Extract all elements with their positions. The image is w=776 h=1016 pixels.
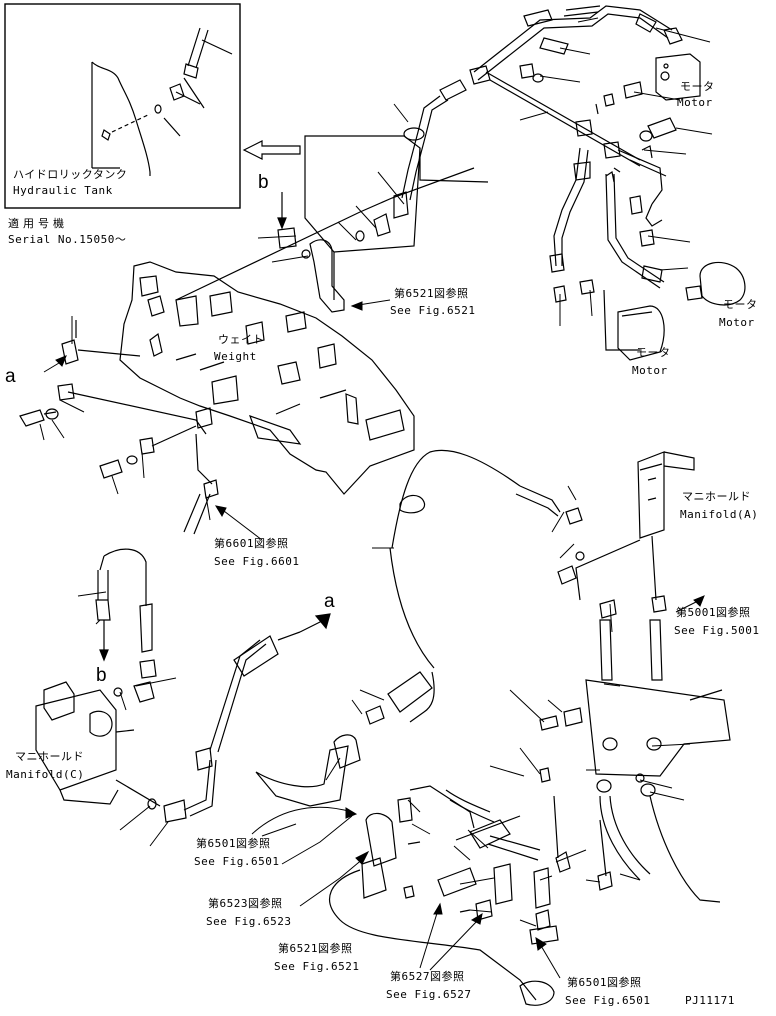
- ref-6523-jp: 第6523図参照: [208, 897, 283, 910]
- ref-6501b-jp: 第6501図参照: [567, 976, 642, 989]
- weight-label-jp: ウェイト: [218, 333, 264, 346]
- ref-5001-jp: 第5001図参照: [676, 606, 751, 619]
- motor-top-label-jp: モータ: [680, 80, 715, 93]
- lower-right-assembly: [329, 785, 613, 1006]
- hydraulic-tank-inset: [4, 3, 241, 209]
- ref-6601-jp: 第6601図参照: [214, 537, 289, 550]
- motor-middle-label-en: Motor: [632, 364, 668, 377]
- motor-right-label-en: Motor: [719, 316, 755, 329]
- ref-6501-jp: 第6501図参照: [196, 837, 271, 850]
- ref-6527-en: See Fig.6527: [386, 988, 472, 1001]
- callout-a-left: a: [5, 366, 16, 387]
- ref-6527-jp: 第6527図参照: [390, 970, 465, 983]
- inset-pointer-arrow: [242, 140, 301, 160]
- manifold-c: [35, 548, 331, 823]
- ref-6523-en: See Fig.6523: [206, 915, 292, 928]
- serial-label-en: Serial No.15050～: [8, 233, 127, 246]
- motor-right-label-jp: モータ: [723, 298, 758, 311]
- hydraulic-tank-label-en: Hydraulic Tank: [13, 184, 113, 197]
- ref-6601-en: See Fig.6601: [214, 555, 300, 568]
- a-connector-left: [19, 320, 219, 535]
- manifold-a-label-jp: マニホールド: [682, 490, 751, 503]
- ref-5001-en: See Fig.5001: [674, 624, 760, 637]
- manifold-c-label-en: Manifold(C): [6, 768, 85, 781]
- counterweight: [119, 167, 475, 495]
- callout-a-lower: a: [324, 591, 335, 612]
- ref-6521-top-en: See Fig.6521: [390, 304, 476, 317]
- manifold-a-label-en: Manifold(A): [680, 508, 759, 521]
- ref-6501-en: See Fig.6501: [194, 855, 280, 868]
- callout-b-lower: b: [96, 665, 107, 686]
- motor-hoses: [549, 147, 665, 351]
- motor-middle-label-jp: モータ: [636, 346, 671, 359]
- motor-top-label-en: Motor: [677, 96, 713, 109]
- ref-6521-top-jp: 第6521図参照: [394, 287, 469, 300]
- clamp-ring: [399, 494, 426, 514]
- b-fitting-top: [277, 192, 345, 313]
- hydraulic-tank-label-jp: ハイドロリックタンク: [13, 168, 128, 181]
- motor-top: [655, 53, 701, 101]
- ref-6521-en: See Fig.6521: [274, 960, 360, 973]
- reference-arrows: [43, 198, 705, 979]
- ref-6521-jp: 第6521図参照: [278, 942, 353, 955]
- motor-right: [685, 261, 746, 306]
- serial-label-jp: 適用号機: [8, 217, 68, 230]
- leader-lines: [39, 17, 713, 927]
- drawing-id: PJ11171: [685, 994, 735, 1007]
- long-hose-left: [389, 449, 521, 723]
- hose-fittings-mid: [255, 671, 433, 807]
- weight-label-en: Weight: [214, 350, 257, 363]
- fig5001-assembly: [539, 595, 731, 903]
- inset-hose: [187, 27, 209, 69]
- callout-b-top: b: [258, 172, 269, 193]
- manifold-a: [515, 451, 695, 601]
- manifold-c-label-jp: マニホールド: [15, 750, 84, 763]
- ref-6501b-en: See Fig.6501: [565, 994, 651, 1007]
- motor-middle: [617, 305, 665, 361]
- top-hose-run: [355, 5, 683, 242]
